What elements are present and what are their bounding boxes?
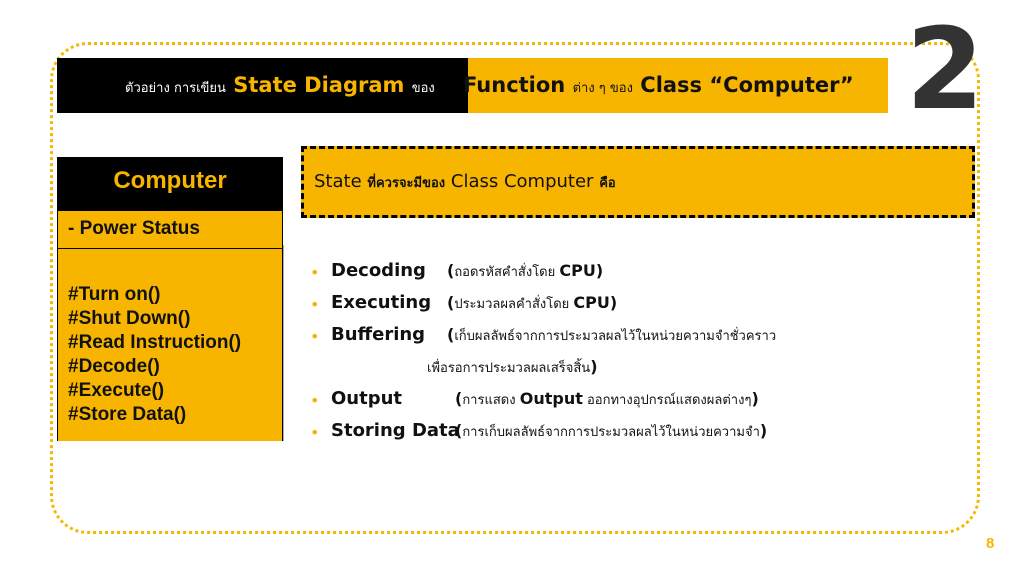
state-term: Executing (331, 292, 432, 313)
operation-item: #Store Data() (68, 404, 187, 425)
state-term: Buffering (331, 324, 426, 345)
state-term: Output (331, 388, 403, 409)
operation-item: #Turn on() (68, 284, 161, 305)
list-item-continuation: เพื่อรอการประมวลผลเสร็จสิ้น) (310, 356, 970, 388)
divider-line (283, 245, 284, 441)
section-number: 2 (906, 5, 984, 135)
state-description: (ถอดรหัสคำสั่งโดย CPU) (447, 261, 603, 282)
title-right: Function ต่าง ๆ ของ Class “Computer” (463, 58, 854, 113)
desc-text: การแสดง (462, 393, 516, 408)
desc-open: ( (455, 421, 463, 440)
desc-open: ( (447, 261, 455, 280)
list-item: • Executing (ประมวลผลคำสั่งโดย CPU) (310, 292, 970, 324)
state-description: (การแสดง Output ออกทางอุปกรณ์แสดงผลต่างๆ… (455, 389, 759, 410)
title-suffix: ของ (411, 81, 435, 96)
title-bar-dark-segment (57, 58, 468, 113)
state-description: (เก็บผลลัพธ์จากการประมวลผลไว้ในหน่วยความ… (447, 325, 776, 346)
operation-item: #Read Instruction() (68, 332, 242, 353)
desc-close: ) (609, 293, 618, 312)
title-prefix: ตัวอย่าง การเขียน (125, 81, 226, 96)
title-highlight: State Diagram (233, 73, 405, 97)
list-item: • Buffering (เก็บผลลัพธ์จากการประมวลผลไว… (310, 324, 970, 356)
desc-close: ) (590, 357, 598, 376)
state-thai-mid: ที่ควรจะมีของ (367, 176, 446, 191)
title-left: ตัวอย่าง การเขียน State Diagram ของ (125, 58, 435, 113)
uml-class-box: Computer - Power Status #Turn on() #Shut… (57, 157, 283, 441)
desc-open: ( (455, 389, 463, 408)
desc-open: ( (447, 325, 455, 344)
desc-close: ) (595, 261, 604, 280)
state-prefix: State (314, 171, 362, 192)
operation-item: #Shut Down() (68, 308, 191, 329)
desc-text: เก็บผลลัพธ์จากการประมวลผลไว้ในหน่วยความจ… (454, 329, 777, 344)
desc-close: ) (751, 389, 759, 408)
bullet-icon: • (310, 327, 320, 346)
state-list: • Decoding (ถอดรหัสคำสั่งโดย CPU) • Exec… (310, 260, 970, 452)
state-thai-end: คือ (599, 176, 616, 191)
state-heading-box: State ที่ควรจะมีของ Class Computer คือ (301, 146, 975, 218)
operation-item: #Decode() (68, 356, 160, 377)
desc-text: ประมวลผลคำสั่งโดย (454, 297, 570, 312)
bullet-icon: • (310, 423, 320, 442)
desc-text: ถอดรหัสคำสั่งโดย (454, 265, 556, 280)
state-description: เพื่อรอการประมวลผลเสร็จสิ้น) (427, 357, 598, 378)
desc-text-2: ออกทางอุปกรณ์แสดงผลต่างๆ (587, 393, 752, 408)
title-mid: ต่าง ๆ ของ (572, 81, 633, 96)
dotted-frame (50, 42, 980, 534)
bullet-icon: • (310, 295, 320, 314)
desc-bold: CPU (573, 293, 610, 312)
desc-bold: CPU (559, 261, 596, 280)
list-item: • Decoding (ถอดรหัสคำสั่งโดย CPU) (310, 260, 970, 292)
class-name: Computer (58, 158, 282, 210)
desc-bold: Output (519, 389, 583, 408)
list-item: • Output (การแสดง Output ออกทางอุปกรณ์แส… (310, 388, 970, 420)
title-function: Function (463, 73, 566, 97)
list-item: • Storing Data (การเก็บผลลัพธ์จากการประม… (310, 420, 970, 452)
state-description: (การเก็บผลลัพธ์จากการประมวลผลไว้ในหน่วยค… (455, 421, 767, 442)
bullet-icon: • (310, 391, 320, 410)
state-class: Class Computer (450, 171, 594, 192)
desc-close: ) (759, 421, 768, 440)
state-term: Decoding (331, 260, 426, 281)
state-heading: State ที่ควรจะมีของ Class Computer คือ (314, 171, 616, 193)
state-description: (ประมวลผลคำสั่งโดย CPU) (447, 293, 617, 314)
slide-title: ตัวอย่าง การเขียน State Diagram ของ Func… (57, 58, 888, 113)
class-attribute: - Power Status (58, 210, 282, 249)
desc-text: เพื่อรอการประมวลผลเสร็จสิ้น (427, 361, 591, 376)
bullet-icon: • (310, 263, 320, 282)
title-class: Class “Computer” (640, 73, 854, 97)
page-number: 8 (986, 535, 995, 552)
class-operations: #Turn on() #Shut Down() #Read Instructio… (58, 249, 282, 441)
desc-text: การเก็บผลลัพธ์จากการประมวลผลไว้ในหน่วยคว… (462, 425, 760, 440)
desc-open: ( (447, 293, 455, 312)
operation-item: #Execute() (68, 380, 165, 401)
state-term: Storing Data (331, 420, 460, 441)
